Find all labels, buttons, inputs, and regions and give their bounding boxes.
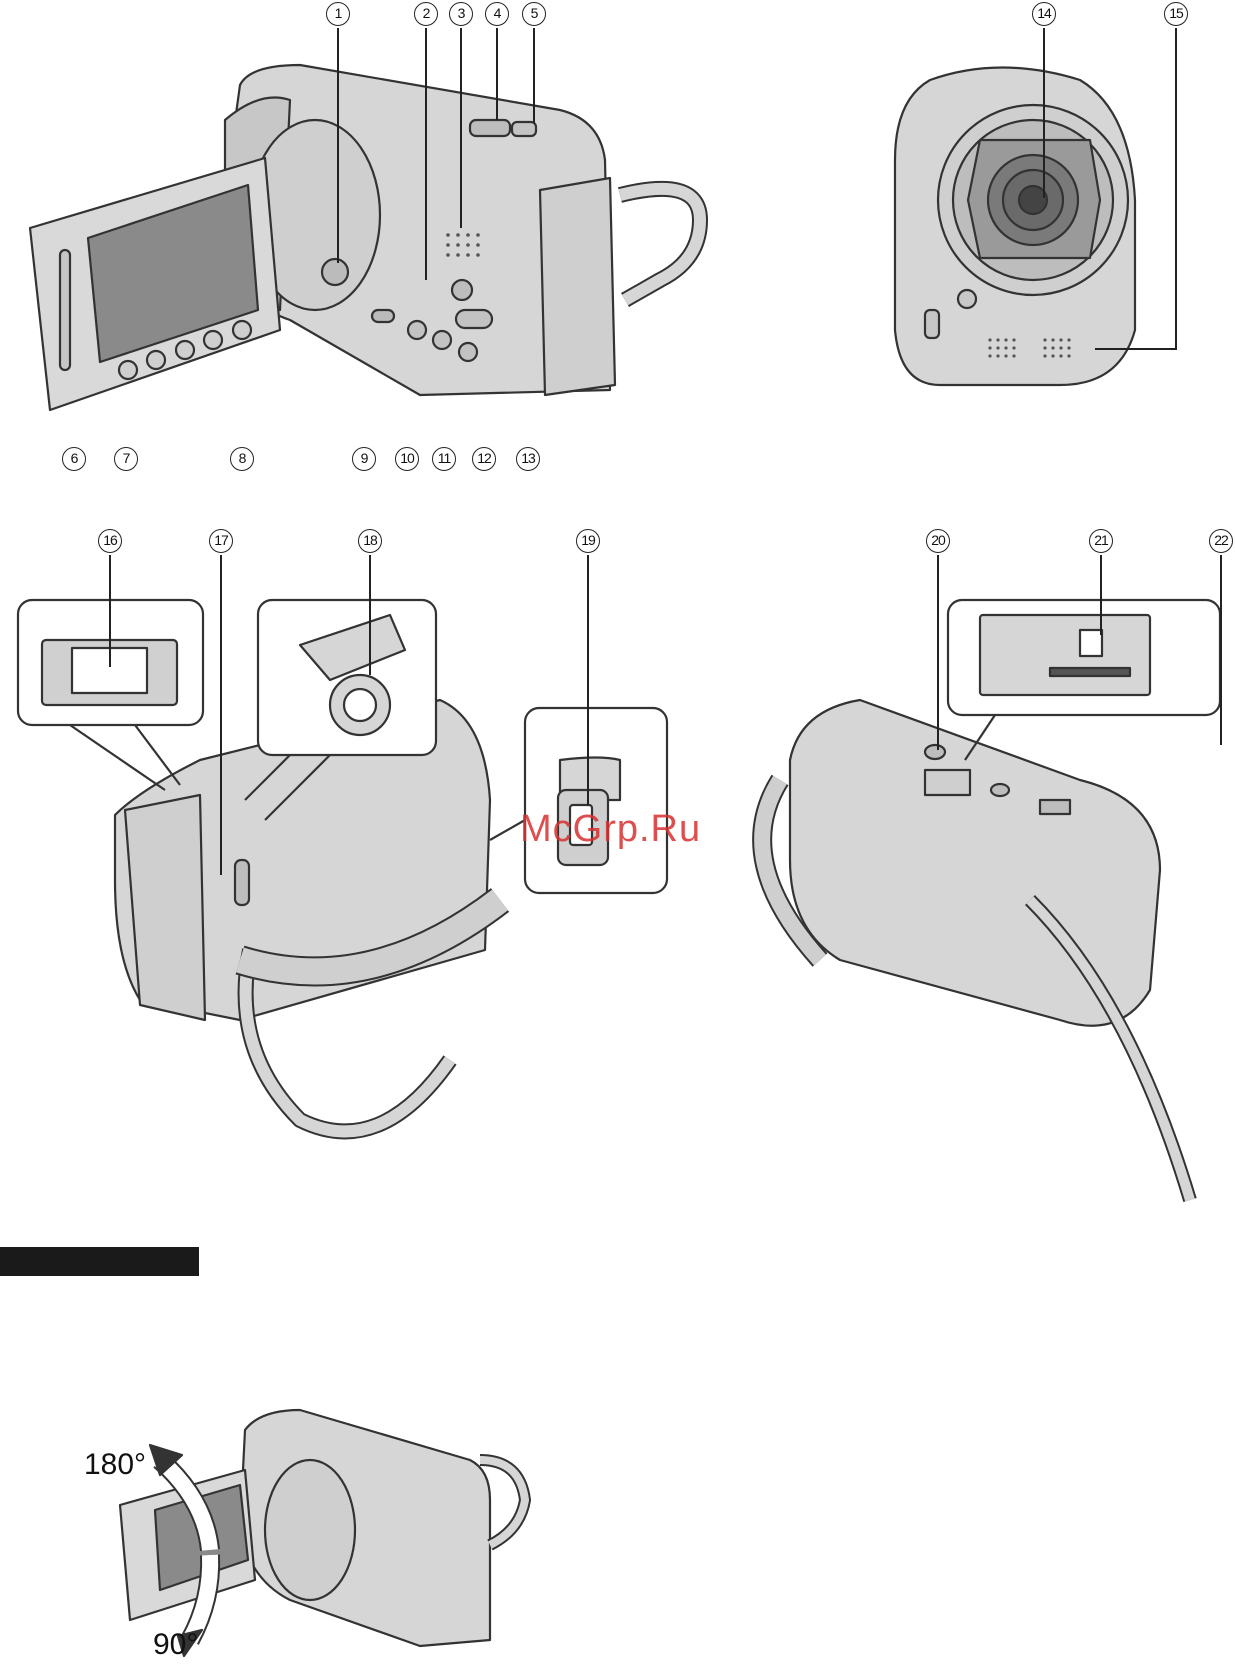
callout-9: 9 xyxy=(352,447,376,471)
camcorder-rear-view xyxy=(18,600,667,1131)
camcorder-lcd-open-view xyxy=(30,65,700,410)
watermark-text: McGrp.Ru xyxy=(520,808,701,851)
leader-line-22 xyxy=(1220,555,1222,745)
callout-14: 14 xyxy=(1032,2,1056,26)
lcd-rotation-diagram xyxy=(120,1410,525,1656)
callout-18: 18 xyxy=(358,529,382,553)
leader-line-14 xyxy=(1043,28,1045,198)
section-heading-bar xyxy=(0,1247,199,1276)
callout-6: 6 xyxy=(62,447,86,471)
leader-line-16 xyxy=(109,555,111,667)
callout-17: 17 xyxy=(209,529,233,553)
callout-22: 22 xyxy=(1209,529,1233,553)
camcorder-front-view xyxy=(895,68,1135,386)
callout-1: 1 xyxy=(326,2,350,26)
callout-8: 8 xyxy=(230,447,254,471)
leader-line-1 xyxy=(337,28,339,263)
camcorder-bottom-view xyxy=(762,600,1220,1200)
callout-13: 13 xyxy=(516,447,540,471)
leader-line-19 xyxy=(587,555,589,805)
leader-line-20 xyxy=(937,555,939,750)
leader-line-15 xyxy=(1175,28,1177,348)
leader-line-21 xyxy=(1100,555,1102,635)
callout-11: 11 xyxy=(432,447,456,471)
callout-3: 3 xyxy=(449,2,473,26)
callout-12: 12 xyxy=(472,447,496,471)
callout-5: 5 xyxy=(522,2,546,26)
callout-2: 2 xyxy=(414,2,438,26)
leader-line-18 xyxy=(369,555,371,675)
callout-16: 16 xyxy=(98,529,122,553)
callout-15: 15 xyxy=(1164,2,1188,26)
leader-line-3 xyxy=(460,28,462,228)
leader-line-4 xyxy=(496,28,498,120)
callout-7: 7 xyxy=(114,447,138,471)
leader-line-15h xyxy=(1095,348,1177,350)
rotation-label-90: 90° xyxy=(153,1628,198,1662)
rotation-label-180: 180° xyxy=(84,1448,146,1482)
leader-line-2 xyxy=(425,28,427,280)
leader-line-5 xyxy=(533,28,535,123)
callout-21: 21 xyxy=(1089,529,1113,553)
callout-4: 4 xyxy=(485,2,509,26)
callout-20: 20 xyxy=(926,529,950,553)
callout-10: 10 xyxy=(395,447,419,471)
callout-19: 19 xyxy=(576,529,600,553)
leader-line-17 xyxy=(220,555,222,875)
